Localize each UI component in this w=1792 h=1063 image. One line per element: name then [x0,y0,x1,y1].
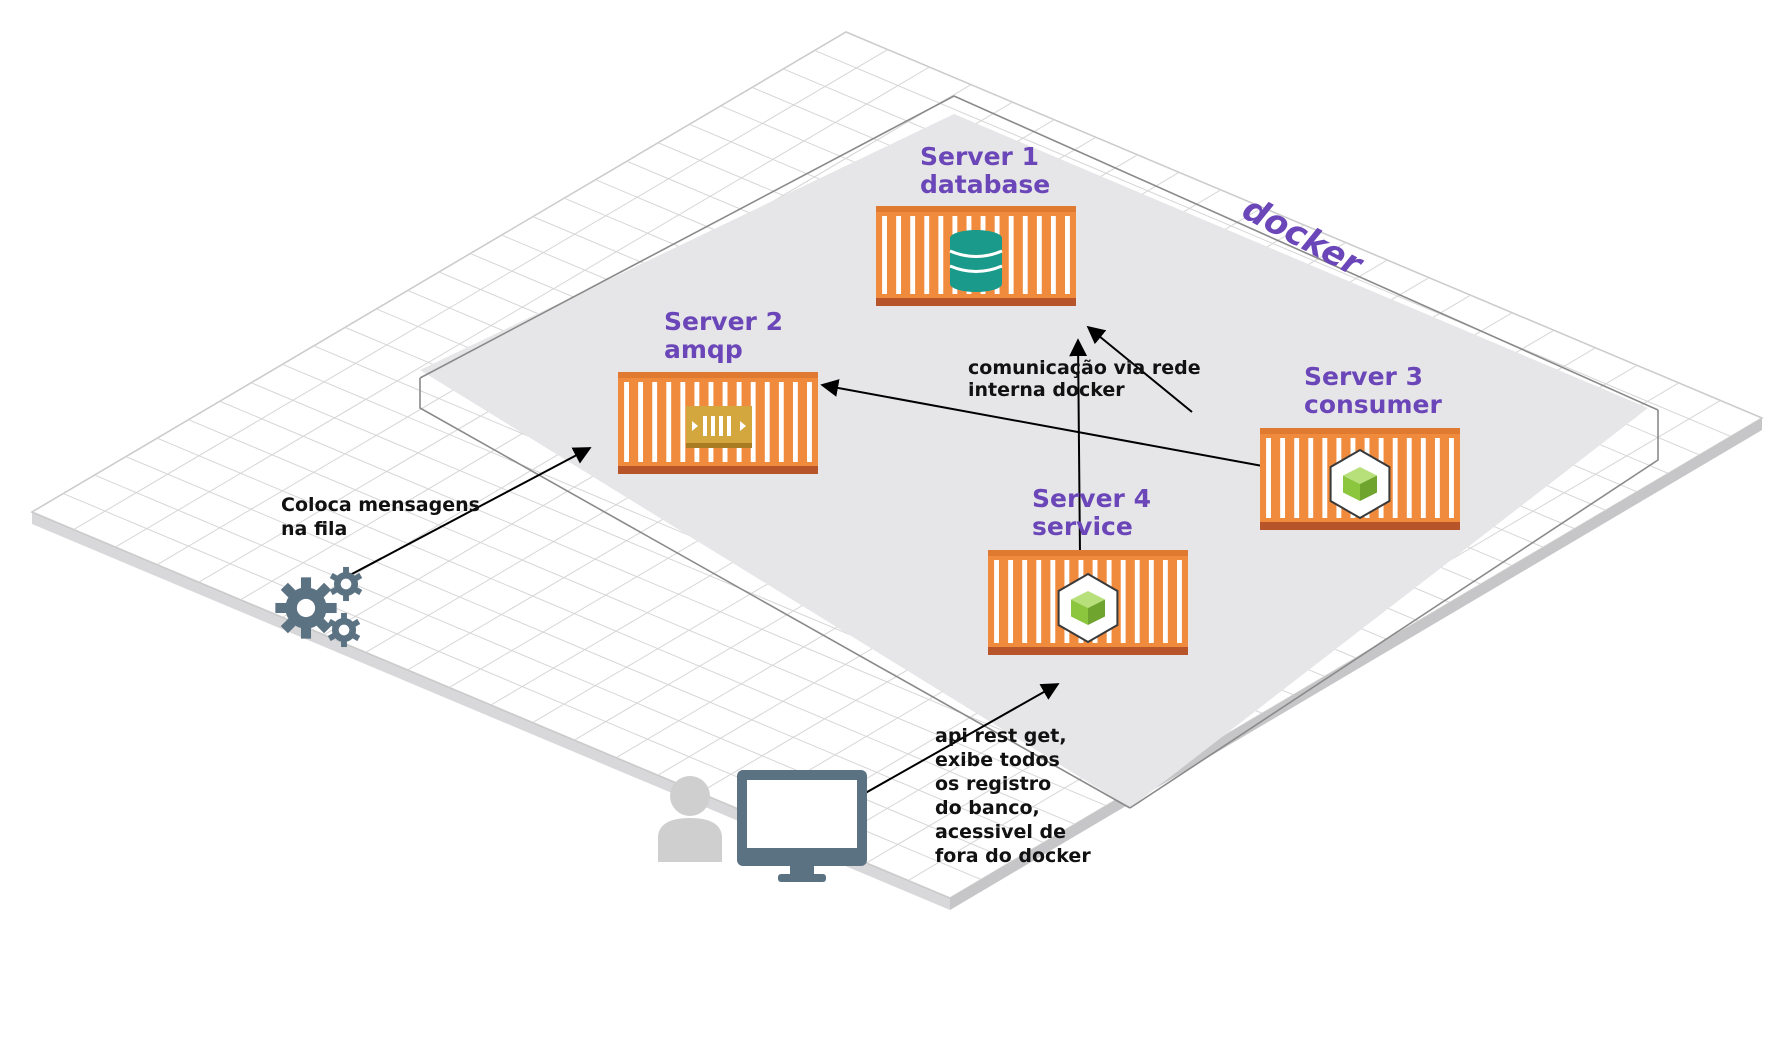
container-box [618,372,818,474]
note-line: comunicação via rede [968,357,1201,379]
queue-icon [686,406,752,448]
server-2-title: Server 2 [664,307,783,336]
note-internal-network: comunicação via rede interna docker [968,357,1201,401]
note-line: fora do docker [935,845,1091,867]
arrow-producer-to-amqp [349,447,592,576]
note-line: exibe todos [935,749,1060,771]
server-1-title: Server 1 [920,142,1039,171]
note-line: acessivel de [935,821,1066,843]
server-3[interactable]: Server 3 consumer [1260,362,1460,530]
note-line: os registro [935,773,1051,795]
arrow-consumer-to-database [1086,325,1193,413]
note-line: interna docker [968,379,1125,401]
note-line: do banco, [935,797,1040,819]
server-4-role: service [1032,512,1133,541]
note-queue-producer: Coloca mensagens na fila [281,494,480,540]
server-2[interactable]: Server 2 amqp [618,307,818,474]
database-icon [949,230,1003,292]
server-3-title: Server 3 [1304,362,1423,391]
note-line: Coloca mensagens [281,494,480,516]
server-1[interactable]: Server 1 database [876,142,1076,306]
note-line: na fila [281,518,347,540]
node-cube-icon [1057,572,1119,644]
server-2-role: amqp [664,335,743,364]
arrow-service-to-database [1069,338,1088,556]
user-icon [658,776,722,862]
server-3-role: consumer [1304,390,1442,419]
server-1-role: database [920,170,1050,199]
server-4[interactable]: Server 4 service [988,484,1188,655]
note-line: api rest get, [935,725,1067,747]
server-4-title: Server 4 [1032,484,1151,513]
gears-icon [275,566,363,648]
arrow-consumer-to-amqp [820,379,1269,468]
node-cube-icon [1329,448,1391,520]
monitor-icon [737,770,867,882]
note-api-access: api rest get, exibe todos os registro do… [935,725,1091,867]
